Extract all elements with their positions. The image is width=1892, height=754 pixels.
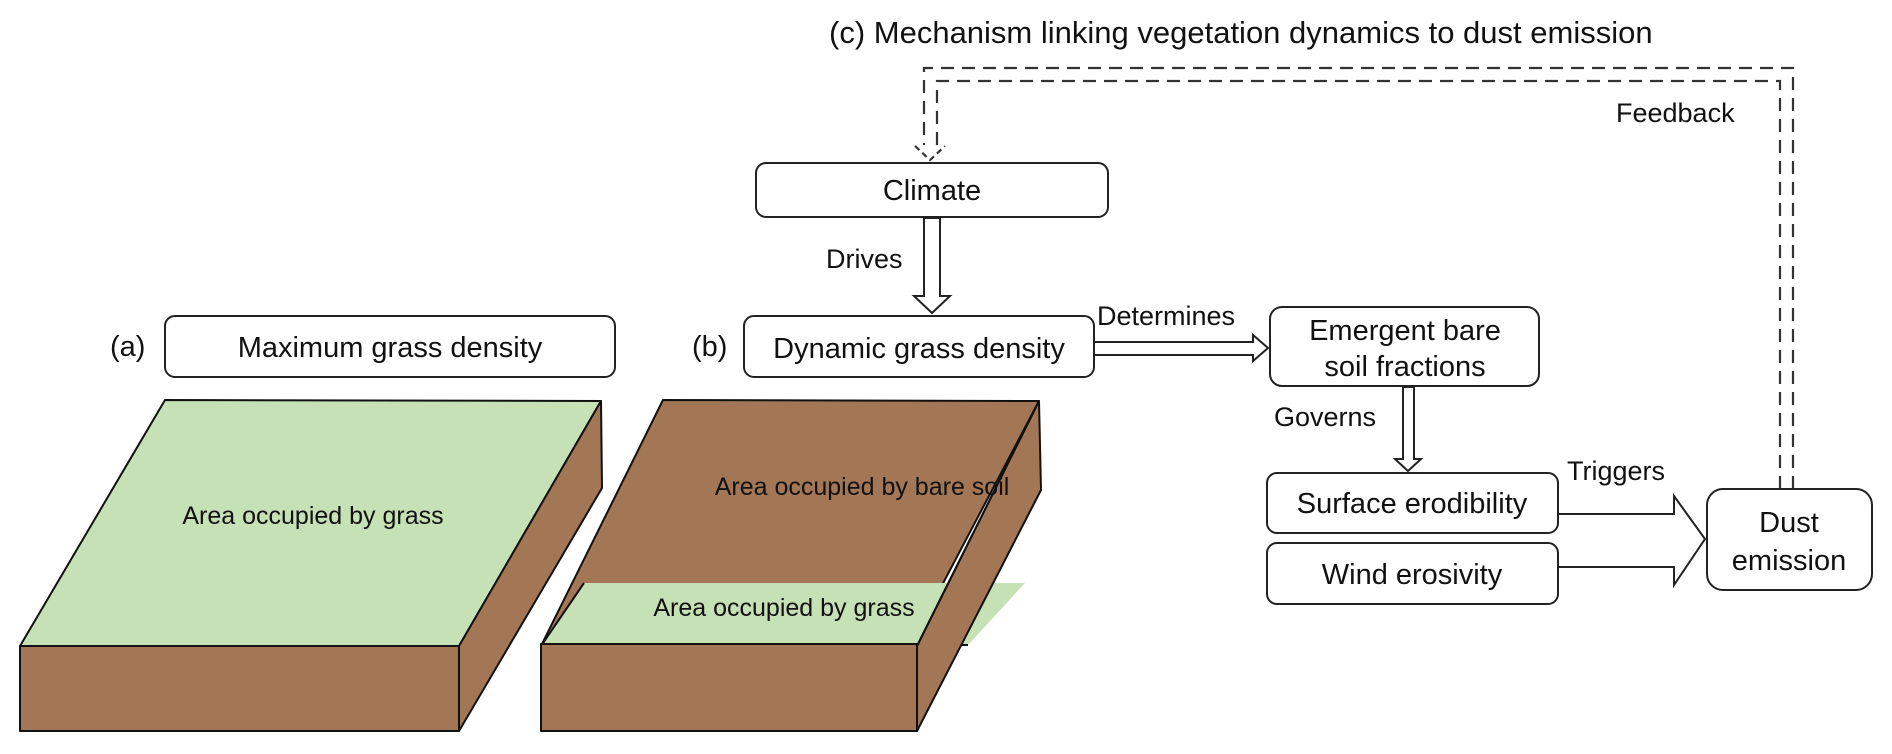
feedback-arrow: Feedback (914, 66, 1795, 489)
wind-erosivity-node: Wind erosivity (1266, 542, 1559, 605)
triggers-arrow: Triggers (1558, 456, 1707, 589)
dust-emission-box (1706, 488, 1873, 591)
bare-soil-fractions-label-line2: soil fractions (1324, 351, 1485, 383)
panel-a-tag: (a) (110, 331, 145, 363)
soil-block-a: Area occupied by grass (19, 399, 603, 732)
determines-arrow: Determines (1093, 301, 1270, 364)
surface-erodibility-box (1266, 472, 1559, 534)
max-grass-density-node: Maximum grass density (164, 315, 616, 378)
dust-emission-label-line1: Dust (1759, 507, 1819, 539)
block-b-soil-area-label: Area occupied by bare soil (715, 473, 1010, 501)
surface-erodibility-node: Surface erodibility (1266, 472, 1559, 534)
bare-soil-fractions-label-line1: Emergent bare (1309, 315, 1501, 347)
triggers-label: Triggers (1567, 456, 1665, 486)
drives-arrow: Drives (826, 217, 953, 315)
governs-label: Governs (1274, 402, 1376, 432)
feedback-label: Feedback (1616, 98, 1735, 128)
panel-c-title: (c) Mechanism linking vegetation dynamic… (829, 15, 1653, 50)
surface-erodibility-label: Surface erodibility (1297, 488, 1528, 520)
block-a-grass-area-label: Area occupied by grass (182, 502, 443, 530)
dust-emission-node: Dust emission (1706, 488, 1873, 591)
bare-soil-fractions-node: Emergent bare soil fractions (1269, 306, 1540, 387)
block-b-grass-area-label: Area occupied by grass (653, 594, 914, 622)
climate-label: Climate (883, 175, 981, 207)
wind-erosivity-label: Wind erosivity (1322, 559, 1503, 591)
panel-c: (c) Mechanism linking vegetation dynamic… (755, 15, 1873, 605)
block-a-front-side (19, 645, 460, 732)
dynamic-grass-density-node: Dynamic grass density (743, 315, 1095, 378)
soil-block-b: Area occupied by bare soil Area occupied… (540, 399, 1042, 732)
max-grass-density-label: Maximum grass density (238, 332, 543, 364)
dynamic-grass-density-label: Dynamic grass density (773, 333, 1065, 365)
block-b-front-side (540, 643, 918, 732)
dust-emission-label-line2: emission (1732, 545, 1846, 577)
panel-b: (b) Dynamic grass density Area occupied … (540, 315, 1095, 732)
panel-a: (a) Maximum grass density Area occupied … (19, 315, 616, 732)
panel-b-tag: (b) (692, 331, 727, 363)
governs-arrow: Governs (1274, 386, 1424, 473)
determines-label: Determines (1097, 301, 1235, 331)
max-grass-density-box (164, 315, 616, 378)
wind-erosivity-box (1266, 542, 1559, 605)
climate-node: Climate (755, 162, 1109, 218)
drives-label: Drives (826, 244, 903, 274)
block-b-grass-strip (542, 583, 1025, 645)
